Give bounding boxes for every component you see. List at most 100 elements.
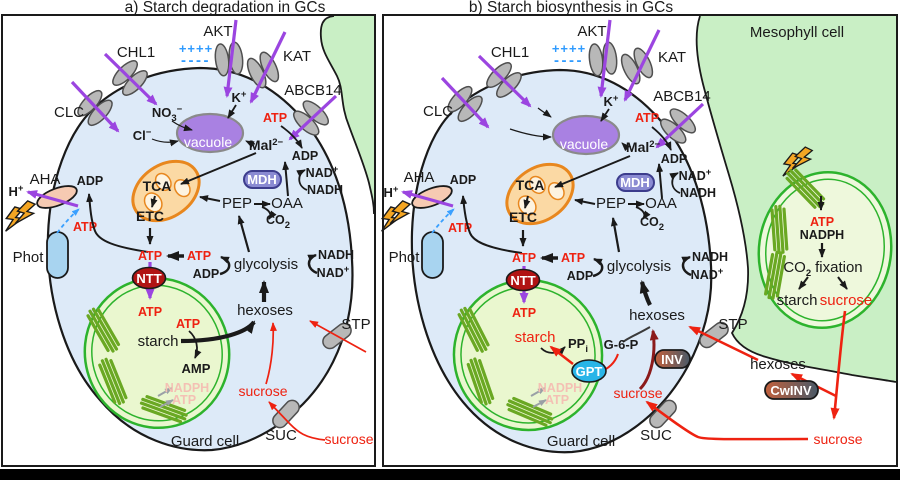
kat-arrow-a (249, 31, 287, 104)
guard-cell-label-b: Guard cell (547, 433, 615, 450)
atp-faded-arrow-a (159, 399, 174, 408)
starch-meso: starch (777, 292, 818, 309)
mal-label-a: Mal2− (249, 137, 284, 153)
adp-abcb14-a: ADP (292, 149, 318, 163)
kat-label-a: KAT (283, 48, 311, 65)
cl-label-a: Cl− (133, 127, 152, 143)
glycolysis-label-a: glycolysis (234, 256, 298, 273)
inv-label-b: INV (661, 352, 683, 367)
ppi-label-b: PPi (568, 336, 588, 355)
stp-import-arrow-a (309, 320, 367, 353)
mesophyll-border-a (319, 15, 375, 215)
nadh-label-b: NADH (680, 186, 716, 200)
hexoses-label-a: hexoses (237, 302, 293, 319)
ntt-label-a: NTT (136, 271, 161, 286)
mdh-enzyme-b (616, 173, 655, 192)
atp-starch-a: ATP (176, 317, 200, 331)
ion-vacuole-arrow2-b (509, 128, 552, 141)
adp-atp-cycle-a (219, 255, 231, 276)
nadh-nad-arrow-b (669, 172, 681, 194)
aha-arrow-b (401, 190, 454, 208)
oaa-label-b: OAA (645, 195, 677, 212)
sucrose-meso: sucrose (820, 292, 873, 309)
tca-etc-arrow-b (523, 195, 531, 209)
stp-label-a: STP (341, 316, 370, 333)
abcb14-label-b: ABCB14 (653, 88, 711, 105)
atp-abcb14-a: ATP (263, 111, 287, 125)
aha-label-a: AHA (30, 171, 61, 188)
atp-faded-a: ATP (172, 393, 196, 407)
k-vacuole-arrow-b (600, 108, 610, 122)
adp-glycolysis-b: ADP (567, 269, 593, 283)
chl1-arrow-a (103, 52, 158, 106)
aha-label-b: AHA (404, 169, 435, 186)
panel-a: a) Starch degradation in GCs Phot vacuol… (1, 0, 376, 467)
etc-label-a: ETC (136, 208, 164, 224)
clc-arrow-b (440, 76, 490, 129)
nad-label-b: NAD+ (679, 167, 712, 183)
aha-pump-b (411, 185, 453, 209)
atp-hub-a: ATP (138, 249, 162, 263)
kat-arrow-b (623, 29, 661, 102)
gpt-starch-arrow-b (549, 345, 574, 365)
co2-arrow-a (261, 206, 277, 220)
phot-receptor-b (421, 231, 444, 279)
adp-abcb14-b: ADP (661, 152, 687, 166)
atp-stroma-b: ATP (512, 306, 536, 320)
nadh-label-a: NADH (307, 183, 343, 197)
guard-cell-label-a: Guard cell (171, 433, 239, 450)
atp-hub-b: ATP (512, 251, 536, 265)
amp-label-a: AMP (182, 361, 211, 376)
abcb14-label-a: ABCB14 (284, 82, 342, 99)
adp-glycolysis-a: ADP (193, 267, 219, 281)
phot-receptor-a (46, 231, 69, 279)
gpt-label-b: GPT (576, 364, 603, 379)
adp-aha-a: ADP (77, 174, 103, 188)
ntt-transporter-b (505, 268, 541, 292)
atp-stroma-a: ATP (138, 305, 162, 319)
cwinv-label: CwINV (770, 383, 812, 398)
tca-label-a: TCA (143, 178, 172, 194)
ion-vacuole-arrow1-b (537, 107, 552, 118)
stp-label-b: STP (718, 316, 747, 333)
phot-signal-arrow-b (431, 208, 455, 234)
suc-label-a: SUC (265, 427, 297, 444)
nadh-glycolysis-b: NADH (692, 250, 728, 264)
tca-label-b: TCA (516, 177, 545, 193)
sucrose-out-a: sucrose (324, 431, 373, 447)
glycolysis-pep-arrow-a (237, 215, 251, 253)
atp-adp-abcb14-arrow-a (280, 125, 303, 149)
etc-label-b: ETC (509, 209, 537, 225)
atp-aha-a: ATP (73, 220, 97, 234)
panel-a-title: a) Starch degradation in GCs (125, 0, 326, 16)
nadh-nad-arrow-a (296, 169, 308, 191)
sucrose-hexoses-arrow-b (638, 329, 659, 391)
atp-glycolysis-b: ATP (561, 251, 585, 265)
nadph-faded-arrow-b (530, 387, 546, 397)
sucrose-hexoses-arrow-a (265, 322, 277, 385)
aha-arrow-a (26, 190, 79, 208)
cl-vacuole-arrow-a (151, 138, 179, 147)
co2-label-b: CO2 (640, 215, 664, 233)
nad-glycolysis-b: NAD+ (691, 266, 724, 282)
panel-b-title: b) Starch biosynthesis in GCs (469, 0, 673, 16)
mesophyll-label: Mesophyll cell (750, 24, 844, 41)
sucrose-in-a: sucrose (238, 383, 287, 399)
abcb14-arrow-a (288, 94, 338, 141)
cwinv-enzyme (764, 380, 819, 400)
starch-hexoses-arrow-a (180, 320, 256, 344)
oaa-mal-arrow-b (656, 163, 664, 199)
akt-arrow-a (223, 19, 238, 98)
chl1-label-a: CHL1 (117, 44, 155, 61)
phot-signal-arrow-a (56, 208, 80, 234)
adp-aha-b: ADP (450, 173, 476, 187)
co2-label-a: CO2 (266, 213, 290, 231)
mal-tca-arrow-b (554, 155, 631, 188)
akt-label-a: AKT (203, 23, 232, 40)
mal-vacuole-arrow-a (245, 140, 256, 148)
hexoses-glycolysis-arrow-b (639, 280, 652, 306)
adp-atp-cycle-b (592, 257, 604, 278)
